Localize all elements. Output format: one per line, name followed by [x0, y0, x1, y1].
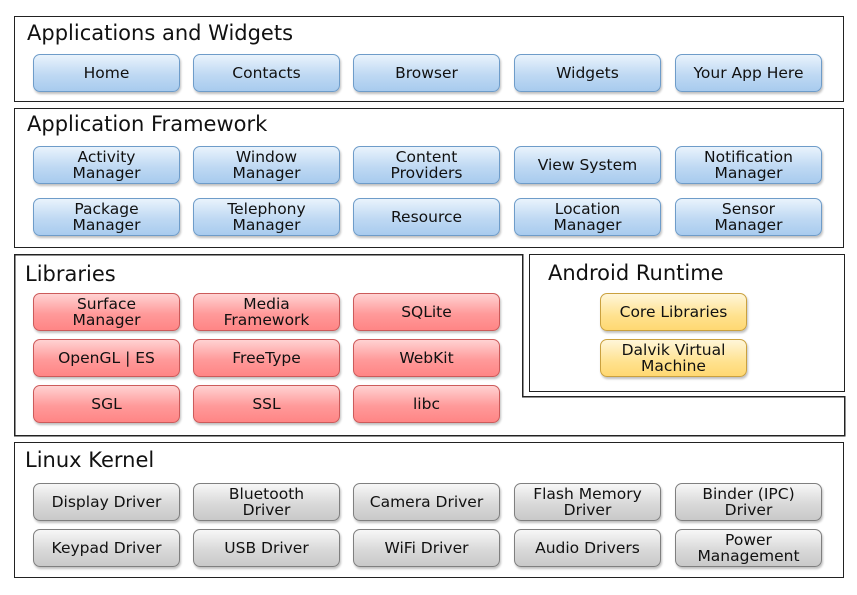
fw-resource: Resource — [353, 198, 500, 236]
rt-core-libraries: Core Libraries — [600, 293, 747, 331]
app-home: Home — [33, 54, 180, 92]
k-bluetooth-driver: Bluetooth Driver — [193, 483, 340, 521]
fw-content-providers: Content Providers — [353, 146, 500, 184]
k-camera-driver: Camera Driver — [353, 483, 500, 521]
lib-ssl: SSL — [193, 385, 340, 423]
k-binder-ipc-driver: Binder (IPC) Driver — [675, 483, 822, 521]
fw-package-manager: Package Manager — [33, 198, 180, 236]
lib-sqlite: SQLite — [353, 293, 500, 331]
lib-sgl: SGL — [33, 385, 180, 423]
k-usb-driver: USB Driver — [193, 529, 340, 567]
runtime-layer-title: Android Runtime — [548, 261, 724, 285]
lib-opengl-es: OpenGL | ES — [33, 339, 180, 377]
app-your-app-here: Your App Here — [675, 54, 822, 92]
lib-libc: libc — [353, 385, 500, 423]
lib-freetype: FreeType — [193, 339, 340, 377]
k-flash-memory-driver: Flash Memory Driver — [514, 483, 661, 521]
fw-location-manager: Location Manager — [514, 198, 661, 236]
k-display-driver: Display Driver — [33, 483, 180, 521]
fw-sensor-manager: Sensor Manager — [675, 198, 822, 236]
k-power-management: Power Management — [675, 529, 822, 567]
app-browser: Browser — [353, 54, 500, 92]
applications-layer-title: Applications and Widgets — [27, 21, 294, 45]
lib-surface-manager: Surface Manager — [33, 293, 180, 331]
app-contacts: Contacts — [193, 54, 340, 92]
libraries-layer-title: Libraries — [25, 262, 116, 286]
fw-window-manager: Window Manager — [193, 146, 340, 184]
lib-media-framework: Media Framework — [193, 293, 340, 331]
fw-view-system: View System — [514, 146, 661, 184]
k-audio-drivers: Audio Drivers — [514, 529, 661, 567]
kernel-layer-title: Linux Kernel — [25, 448, 155, 472]
k-keypad-driver: Keypad Driver — [33, 529, 180, 567]
app-widgets: Widgets — [514, 54, 661, 92]
framework-layer-title: Application Framework — [27, 112, 268, 136]
rt-dalvik-vm: Dalvik Virtual Machine — [600, 339, 747, 377]
fw-telephony-manager: Telephony Manager — [193, 198, 340, 236]
fw-activity-manager: Activity Manager — [33, 146, 180, 184]
fw-notification-manager: Notification Manager — [675, 146, 822, 184]
lib-webkit: WebKit — [353, 339, 500, 377]
k-wifi-driver: WiFi Driver — [353, 529, 500, 567]
